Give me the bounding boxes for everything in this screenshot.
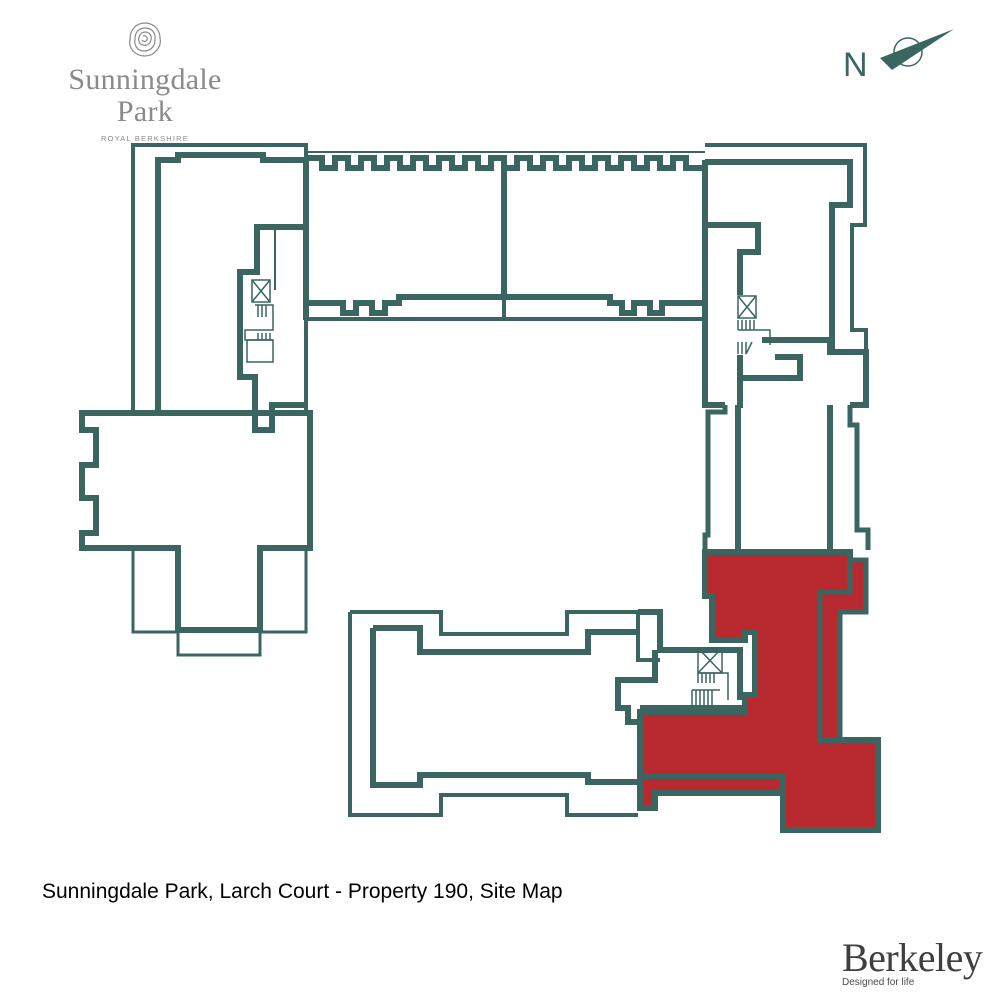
- sunningdale-park-logo: Sunningdale Park ROYAL BERKSHIRE: [40, 20, 250, 143]
- property-190-highlight: [637, 549, 881, 833]
- north-range: [303, 151, 708, 321]
- north-arrow-icon: N: [843, 29, 954, 84]
- brand-subtitle: ROYAL BERKSHIRE: [100, 134, 190, 143]
- berkeley-logo: Berkeley Designed for life: [842, 935, 983, 989]
- west-block: [79, 400, 313, 657]
- brand-name: Sunningdale Park: [68, 63, 222, 128]
- south-block: [348, 609, 745, 817]
- east-wing: [702, 143, 871, 550]
- developer-tagline: Designed for life: [842, 977, 915, 988]
- compass: N: [840, 24, 960, 84]
- rose-icon: [129, 22, 161, 57]
- developer-name: Berkeley: [842, 935, 983, 980]
- north-label: N: [843, 46, 868, 84]
- map-title: Sunningdale Park, Larch Court - Property…: [42, 880, 563, 903]
- west-wing: [131, 143, 308, 433]
